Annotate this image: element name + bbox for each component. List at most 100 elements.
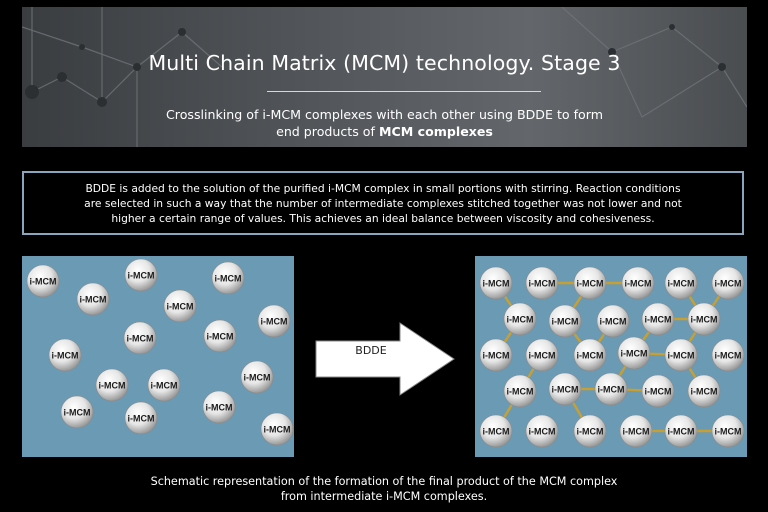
sphere-label: i-MCM	[483, 427, 510, 437]
sphere-label: i-MCM	[261, 317, 288, 327]
sphere-label: i-MCM	[577, 351, 604, 361]
i-mcm-sphere: i-MCM	[503, 302, 537, 336]
description-text: BDDE is added to the solution of the pur…	[84, 181, 682, 225]
sphere-label: i-MCM	[691, 315, 718, 325]
sphere-label: i-MCM	[507, 387, 534, 397]
i-mcm-sphere: i-MCM	[124, 401, 158, 435]
panel-crosslinked-complexes: i-MCM i-MCM i-MCM i-MCM i-MCM i-MCM i-MCM i-MCM…	[475, 256, 747, 457]
i-mcm-sphere: i-MCM	[596, 304, 630, 338]
sphere-label: i-MCM	[128, 414, 155, 424]
i-mcm-sphere: i-MCM	[211, 261, 245, 295]
sphere-label: i-MCM	[529, 351, 556, 361]
subtitle-line-2-bold: MCM complexes	[378, 124, 493, 139]
i-mcm-sphere: i-MCM	[573, 414, 607, 448]
sphere-label: i-MCM	[244, 373, 271, 383]
i-mcm-sphere: i-MCM	[594, 372, 628, 406]
i-mcm-sphere: i-MCM	[573, 266, 607, 300]
page-title: Multi Chain Matrix (MCM) technology. Sta…	[148, 51, 621, 75]
sphere-label: i-MCM	[215, 274, 242, 284]
i-mcm-sphere: i-MCM	[664, 338, 698, 372]
i-mcm-sphere: i-MCM	[711, 338, 745, 372]
arrow-label: BDDE	[355, 344, 387, 357]
sphere-label: i-MCM	[99, 381, 126, 391]
i-mcm-sphere: i-MCM	[711, 414, 745, 448]
sphere-label: i-MCM	[264, 425, 291, 435]
i-mcm-sphere: i-MCM	[711, 266, 745, 300]
i-mcm-sphere: i-MCM	[76, 282, 110, 316]
bdde-crosslink	[688, 366, 697, 380]
sphere-label: i-MCM	[127, 334, 154, 344]
bdde-crosslink	[711, 294, 721, 308]
sphere-label: i-MCM	[128, 271, 155, 281]
sphere-label: i-MCM	[577, 279, 604, 289]
i-mcm-sphere: i-MCM	[124, 258, 158, 292]
i-mcm-sphere: i-MCM	[203, 319, 237, 353]
sphere-label: i-MCM	[577, 427, 604, 437]
i-mcm-sphere: i-MCM	[26, 264, 60, 298]
sphere-label: i-MCM	[529, 279, 556, 289]
i-mcm-sphere: i-MCM	[479, 266, 513, 300]
sphere-label: i-MCM	[621, 349, 648, 359]
sphere-label: i-MCM	[715, 351, 742, 361]
caption-line-1: Schematic representation of the formatio…	[150, 475, 618, 488]
molecular-network-decoration	[22, 7, 747, 147]
sphere-label: i-MCM	[598, 385, 625, 395]
sphere-label: i-MCM	[668, 279, 695, 289]
i-mcm-sphere: i-MCM	[525, 338, 559, 372]
caption-line-2: from intermediate i-MCM complexes.	[280, 490, 488, 503]
i-mcm-sphere: i-MCM	[240, 360, 274, 394]
i-mcm-sphere: i-MCM	[687, 374, 721, 408]
i-mcm-sphere: i-MCM	[163, 289, 197, 323]
i-mcm-sphere: i-MCM	[95, 368, 129, 402]
sphere-label: i-MCM	[507, 315, 534, 325]
bdde-crosslink	[502, 403, 514, 419]
subtitle-line-2-prefix: end products of	[276, 124, 379, 139]
bdde-crosslink	[625, 388, 644, 392]
sphere-label: i-MCM	[552, 317, 579, 327]
i-mcm-sphere: i-MCM	[687, 302, 721, 336]
i-mcm-sphere: i-MCM	[147, 368, 181, 402]
bdde-crosslink	[688, 294, 697, 308]
sphere-label: i-MCM	[600, 317, 627, 327]
sphere-label: i-MCM	[80, 295, 107, 305]
sphere-label: i-MCM	[483, 279, 510, 289]
i-mcm-sphere: i-MCM	[525, 414, 559, 448]
bdde-crosslink	[526, 367, 536, 379]
description-box: BDDE is added to the solution of the pur…	[22, 171, 744, 235]
i-mcm-sphere: i-MCM	[479, 338, 513, 372]
sphere-label: i-MCM	[645, 387, 672, 397]
i-mcm-sphere: i-MCM	[548, 372, 582, 406]
sphere-label: i-MCM	[64, 408, 91, 418]
sphere-label: i-MCM	[645, 315, 672, 325]
panel-unlinked-complexes: i-MCM i-MCM i-MCM i-MCM i-MCM i-MCM i-MCM i-MCM…	[22, 256, 294, 457]
bdde-crosslink	[571, 401, 584, 419]
i-mcm-sphere: i-MCM	[664, 266, 698, 300]
subtitle-line-1: Crosslinking of i-MCM complexes with eac…	[166, 107, 603, 122]
i-mcm-sphere: i-MCM	[621, 266, 655, 300]
header-banner: Multi Chain Matrix (MCM) technology. Sta…	[22, 7, 747, 147]
i-mcm-sphere: i-MCM	[202, 390, 236, 424]
sphere-label: i-MCM	[552, 385, 579, 395]
sphere-label: i-MCM	[167, 302, 194, 312]
bdde-crosslink	[641, 330, 651, 342]
bdde-crosslink	[503, 294, 513, 308]
sphere-label: i-MCM	[151, 381, 178, 391]
figure-caption: Schematic representation of the formatio…	[0, 474, 768, 504]
sphere-label: i-MCM	[715, 279, 742, 289]
i-mcm-sphere: i-MCM	[257, 304, 291, 338]
i-mcm-sphere: i-MCM	[641, 302, 675, 336]
sphere-label: i-MCM	[30, 277, 57, 287]
unlinked-spheres-diagram: i-MCM i-MCM i-MCM i-MCM i-MCM i-MCM i-MCM i-MCM…	[26, 258, 294, 446]
i-mcm-sphere: i-MCM	[123, 321, 157, 355]
i-mcm-sphere: i-MCM	[619, 414, 653, 448]
sphere-label: i-MCM	[668, 351, 695, 361]
i-mcm-sphere: i-MCM	[664, 414, 698, 448]
sphere-label: i-MCM	[206, 403, 233, 413]
sphere-label: i-MCM	[691, 387, 718, 397]
bdde-crosslink	[572, 294, 583, 310]
bdde-crosslink	[503, 330, 513, 344]
sphere-label: i-MCM	[625, 279, 652, 289]
sphere-label: i-MCM	[207, 332, 234, 342]
i-mcm-sphere: i-MCM	[548, 304, 582, 338]
i-mcm-sphere: i-MCM	[525, 266, 559, 300]
